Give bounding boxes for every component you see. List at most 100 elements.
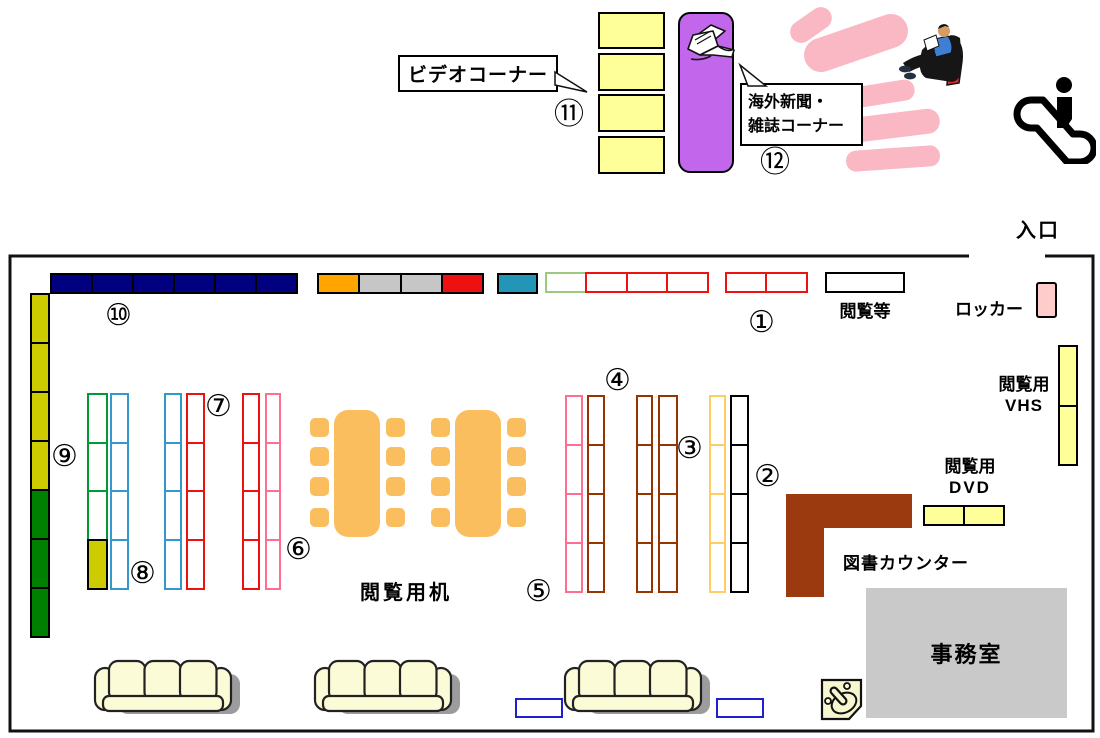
chair	[386, 418, 405, 437]
shelf-cell	[587, 492, 605, 545]
bookshelf-col-blue-2	[164, 393, 182, 590]
shelf-cell	[87, 490, 108, 542]
book-counter-wing	[786, 494, 824, 597]
shelf-cell	[730, 395, 749, 447]
overseas-corner-label-1: 海外新聞・	[748, 94, 829, 112]
shelf-cell	[587, 541, 605, 593]
chair	[431, 477, 450, 496]
shelf-cell	[87, 538, 108, 590]
shelf-cell	[730, 541, 749, 593]
shelf-cell	[110, 393, 129, 445]
shelf-cell	[87, 441, 108, 493]
chair	[310, 447, 329, 466]
shelf-cell	[265, 393, 281, 445]
shelf-cell	[565, 541, 583, 593]
book-counter-label: 図書カウンター	[843, 554, 969, 573]
shelf-cell	[440, 273, 484, 294]
shelf-cell	[164, 393, 182, 445]
entrance-label: 入口	[1016, 220, 1060, 242]
shelf-cell	[587, 443, 605, 496]
shelf-cell	[30, 440, 50, 491]
shelf-cell	[186, 538, 205, 590]
newspaper-icon	[687, 24, 735, 61]
blue-floor-rect-1	[515, 698, 563, 718]
overseas-corner-label-2: 雑誌コーナー	[748, 117, 845, 135]
sofa-icon	[563, 659, 712, 716]
marker-1: ①	[748, 305, 775, 340]
shelf-cell	[1058, 345, 1078, 407]
shelf-cell	[87, 393, 108, 445]
shelf-cell	[265, 490, 281, 542]
shelf-cell	[587, 395, 605, 447]
shelf-cell	[725, 272, 768, 293]
chair	[507, 418, 526, 437]
shelf-cell	[30, 293, 50, 344]
shelf-cell	[242, 490, 260, 542]
bookshelf-col-brown-2	[636, 395, 653, 593]
marker-7: ⑦	[205, 389, 232, 424]
shelf-cell	[658, 541, 678, 593]
reading-desk-label: 閲覧用机	[360, 582, 452, 604]
reading-table-1	[334, 410, 380, 537]
shelf-cell	[545, 272, 588, 293]
viewing-etc-shelf	[825, 272, 905, 293]
chair	[431, 447, 450, 466]
marker-2: ②	[754, 459, 781, 494]
shelf-cell	[30, 342, 50, 393]
office-label: 事務室	[930, 642, 1003, 667]
shelf-cell	[625, 272, 669, 293]
shelf-cell	[110, 490, 129, 542]
wall-shelf-left	[30, 293, 50, 638]
vhs-label: 閲覧用 VHS	[993, 374, 1055, 417]
bookshelf-col-red-1	[186, 393, 205, 590]
shelf-cell	[358, 273, 402, 294]
shelf-cell	[709, 541, 726, 593]
shelf-cell	[636, 395, 653, 447]
dvd-shelf	[923, 505, 1005, 526]
shelf-cell	[265, 538, 281, 590]
dvd-label: 閲覧用 DVD	[938, 456, 1002, 499]
chair	[386, 508, 405, 527]
shelf-cell	[666, 272, 709, 293]
chair	[386, 447, 405, 466]
chair	[507, 508, 526, 527]
overseas-corner-callout: 海外新聞・ 雑誌コーナー	[740, 83, 863, 146]
shelf-row-multicolor	[317, 273, 484, 294]
shelf-teal	[497, 273, 538, 294]
shelf-cell	[636, 492, 653, 545]
shelf-cell	[565, 492, 583, 545]
marker-6: ⑥	[285, 532, 312, 567]
marker-9: ⑨	[51, 439, 78, 474]
blue-floor-rect-2	[716, 698, 764, 718]
shelf-cell	[709, 492, 726, 545]
shelf-cell	[658, 395, 678, 447]
shelf-cell	[585, 272, 629, 293]
shelf-cell	[730, 443, 749, 496]
shelf-cell	[242, 538, 260, 590]
shelf-cell	[709, 395, 726, 447]
sofa-icon	[93, 659, 242, 716]
video-shelf-1	[598, 12, 665, 49]
video-corner-label: ビデオコーナー	[407, 65, 548, 86]
shelf-cell	[30, 538, 50, 589]
shelf-cell	[565, 443, 583, 496]
shelf-cell	[636, 541, 653, 593]
chair	[310, 418, 329, 437]
shelf-cell	[91, 273, 134, 294]
shelf-cell	[317, 273, 361, 294]
bookshelf-col-green	[87, 393, 108, 590]
marker-4: ④	[604, 363, 631, 398]
vhs-label-line2: VHS	[1005, 396, 1043, 416]
shelf-cell	[186, 490, 205, 542]
chair	[507, 477, 526, 496]
bookshelf-col-black	[730, 395, 749, 593]
shelf-cell	[765, 272, 808, 293]
marker-11: ⑪	[554, 97, 584, 132]
office-room: 事務室	[866, 588, 1067, 718]
shelf-cell	[658, 492, 678, 545]
marker-8: ⑧	[129, 556, 156, 591]
bookshelf-col-paleorange	[709, 395, 726, 593]
shelf-cell	[636, 443, 653, 496]
chair	[310, 477, 329, 496]
